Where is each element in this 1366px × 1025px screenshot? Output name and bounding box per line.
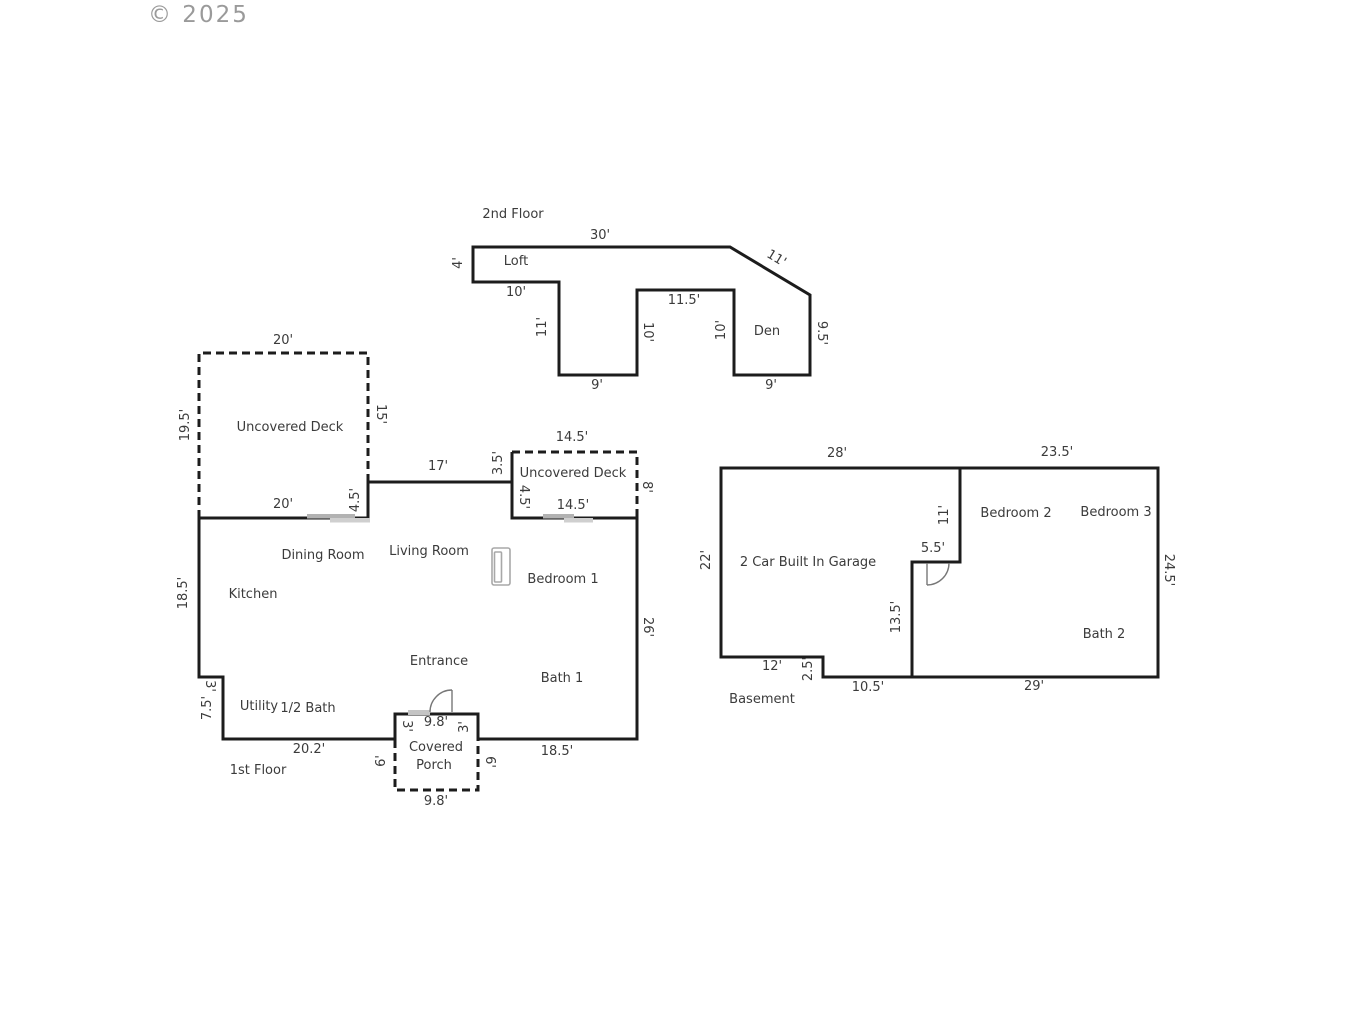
dim-porch-left-3: 3' <box>399 720 414 732</box>
room-bedroom3: Bedroom 3 <box>1080 505 1152 520</box>
window-kitchen-b <box>330 518 370 523</box>
dim-1f-right-26: 26' <box>640 616 655 638</box>
dim-deck2-right-8: 8' <box>639 481 654 493</box>
dim-bsmt-bottom-29: 29' <box>1023 679 1045 694</box>
basement-door <box>926 562 950 586</box>
dim-1f-step-3: 3' <box>202 680 217 692</box>
second-floor-outline <box>471 245 812 377</box>
title-1st-floor: 1st Floor <box>229 763 287 778</box>
dim-1f-bottom-185: 18.5' <box>540 744 574 759</box>
dim-deck2-step-35: 3.5' <box>491 450 506 476</box>
dim-deck1-right-15: 15' <box>373 403 388 425</box>
room-utility: Utility <box>239 699 279 714</box>
room-living: Living Room <box>389 544 469 559</box>
entrance-door <box>429 689 453 713</box>
dim-porch-bottom-98: 9.8' <box>423 794 449 809</box>
room-garage: 2 Car Built In Garage <box>739 555 877 570</box>
window-bedroom1-a <box>543 514 574 519</box>
room-bedroom1: Bedroom 1 <box>527 572 599 587</box>
deck1-outline <box>197 351 370 518</box>
room-porch-line2: Porch <box>416 758 452 773</box>
dim-divider-55: 5.5' <box>920 541 946 556</box>
dim-porch-right-6: 6' <box>482 756 497 768</box>
room-loft: Loft <box>503 254 529 269</box>
dim-2f-notch2-left-10: 10' <box>714 319 729 341</box>
deck2-outline <box>512 450 639 517</box>
dim-step-45: 4.5' <box>348 487 363 513</box>
dim-den-right-95: 9.5' <box>814 320 829 346</box>
dim-deck2-bottom-145: 14.5' <box>556 498 590 513</box>
copyright-watermark: © 2025 <box>148 2 249 28</box>
window-kitchen-a <box>307 514 355 519</box>
dim-divider-11: 11' <box>937 504 952 526</box>
dim-deck2-left-45: 4.5' <box>516 484 531 510</box>
first-floor-outline <box>197 480 639 741</box>
dim-bsmt-bottom-12: 12' <box>761 659 783 674</box>
dim-1f-left-185: 18.5' <box>176 576 191 610</box>
dim-garage-top-28: 28' <box>826 446 848 461</box>
dim-porch-right-3: 3' <box>457 721 472 733</box>
room-uncovered-deck-2: Uncovered Deck <box>519 466 627 481</box>
dim-bsmt-right-245: 24.5' <box>1161 553 1176 587</box>
room-entrance: Entrance <box>409 654 469 669</box>
dim-bsmt-step-25: 2.5' <box>801 656 816 682</box>
dim-deck1-bottom-20: 20' <box>272 497 294 512</box>
dim-2f-mid-top-115: 11.5' <box>667 293 701 308</box>
room-bath2: Bath 2 <box>1082 627 1126 642</box>
window-entrance-sidelight <box>408 710 430 715</box>
room-halfbath: 1/2 Bath <box>280 701 336 716</box>
dim-2f-notch1-left-11: 11' <box>535 316 550 338</box>
dim-living-top-17: 17' <box>427 459 449 474</box>
room-dining: Dining Room <box>281 548 365 563</box>
room-bedroom2: Bedroom 2 <box>980 506 1052 521</box>
room-bath1: Bath 1 <box>540 671 584 686</box>
bedroom1-closet-inner <box>493 551 503 583</box>
dim-deck2-top-145: 14.5' <box>555 430 589 445</box>
dim-garage-left-22: 22' <box>699 549 714 571</box>
dim-deck1-left-195: 19.5' <box>178 408 193 442</box>
dim-loft-top-30: 30' <box>589 228 611 243</box>
dim-divider-135: 13.5' <box>889 600 904 634</box>
dim-den-bottom-9: 9' <box>765 378 777 393</box>
room-den: Den <box>753 324 781 339</box>
dim-2f-notch1-bottom-9: 9' <box>591 378 603 393</box>
basement-interior-wall <box>910 468 962 677</box>
dim-porch-left-6: 6' <box>374 755 389 767</box>
room-uncovered-deck-1: Uncovered Deck <box>236 420 344 435</box>
dim-deck1-top-20: 20' <box>272 333 294 348</box>
dim-1f-bottom-202: 20.2' <box>292 742 326 757</box>
title-basement: Basement <box>729 692 795 707</box>
dim-loft-bottom-10: 10' <box>505 285 527 300</box>
dim-bsmt-bottom-105: 10.5' <box>851 680 885 695</box>
porch-outline <box>393 740 480 792</box>
dim-porch-top-98: 9.8' <box>423 715 449 730</box>
room-porch-line1: Covered <box>408 740 464 755</box>
dim-loft-left-4: 4' <box>451 257 466 269</box>
basement-outline <box>719 466 1160 679</box>
room-kitchen: Kitchen <box>228 587 278 602</box>
dim-2f-notch1-right-10: 10' <box>640 321 655 343</box>
title-2nd-floor: 2nd Floor <box>482 207 544 222</box>
dim-1f-left-75: 7.5' <box>200 695 215 721</box>
window-bedroom1-b <box>564 518 593 523</box>
dim-bedrooms-top-235: 23.5' <box>1040 445 1074 460</box>
